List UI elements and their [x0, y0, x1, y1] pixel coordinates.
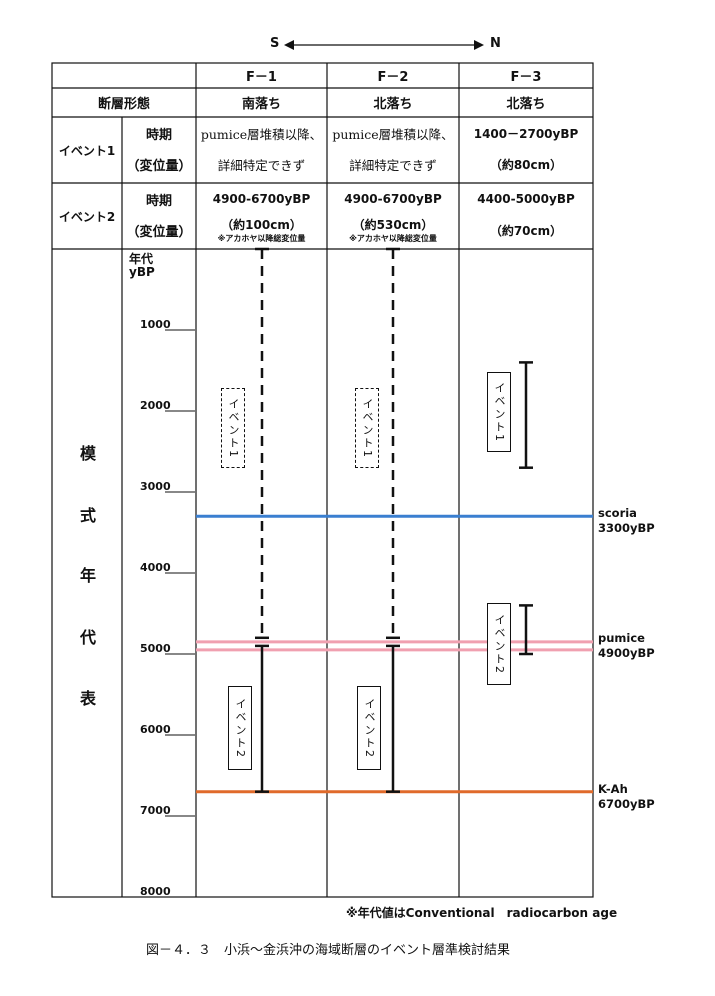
event2-f2-line2: （約530cm） — [352, 217, 434, 232]
marker-pumice-name: pumice — [598, 631, 645, 645]
marker-kah-label: K-Ah 6700yBP — [598, 782, 655, 812]
event1-f3-line2: （約80cm） — [489, 157, 563, 172]
row-label-event1: イベント1 — [58, 143, 116, 158]
tick-label-2000: 2000 — [140, 399, 171, 412]
event1-f3-line1: 1400－2700yBP — [473, 126, 579, 141]
north-label: N — [490, 36, 501, 51]
event1-f1-line2: 詳細特定できず — [217, 157, 306, 173]
axis-label-age: 年代 — [129, 252, 154, 266]
f1-event1-label: イベント1 — [221, 388, 245, 468]
marker-kah-age: 6700yBP — [598, 797, 655, 811]
event2-f1-line2: （約100cm） — [221, 217, 302, 232]
timeline-title-char-4: 代 — [80, 628, 97, 647]
event2-displacement-label: （変位量） — [126, 224, 192, 240]
event1-displacement-label: （変位量） — [126, 158, 192, 174]
direction-indicator: S N — [270, 36, 510, 56]
event2-f3-line1: 4400-5000yBP — [477, 192, 575, 206]
column-header-f2: F－2 — [377, 70, 409, 85]
f3-event1-label: イベント1 — [487, 372, 511, 452]
event2-f2-note: ※アカホヤ以降総変位量 — [349, 234, 437, 243]
footnote: ※年代値はConventional radiocarbon age — [346, 906, 618, 920]
tick-label-4000: 4000 — [140, 561, 171, 574]
tick-label-5000: 5000 — [140, 642, 171, 655]
axis-label-unit: yBP — [129, 265, 155, 279]
fault-type-f2: 北落ち — [373, 97, 413, 112]
tick-label-8000: 8000 — [140, 885, 171, 898]
column-header-f3: F－3 — [510, 70, 542, 85]
event2-period-label: 時期 — [145, 193, 172, 209]
figure-caption: 図－４．３ 小浜～金浜沖の海域断層のイベント層準検討結果 — [146, 943, 511, 958]
event2-f3-line2: （約70cm） — [489, 223, 563, 238]
column-header-f1: F－1 — [246, 70, 277, 85]
row-label-fault-type: 断層形態 — [97, 97, 150, 112]
event1-f2-line2: 詳細特定できず — [349, 157, 437, 173]
marker-kah-name: K-Ah — [598, 782, 628, 796]
timeline-title-char-3: 年 — [80, 566, 97, 585]
marker-scoria-label: scoria 3300yBP — [598, 506, 655, 536]
f3-event2-label: イベント2 — [487, 603, 511, 685]
f1-event2-label: イベント2 — [228, 686, 252, 770]
marker-pumice-label: pumice 4900yBP — [598, 631, 655, 661]
marker-pumice-age: 4900yBP — [598, 646, 655, 660]
timeline-title-char-1: 模 — [80, 444, 97, 463]
event2-f1-note: ※アカホヤ以降総変位量 — [217, 234, 306, 243]
f2-event1-label: イベント1 — [355, 388, 379, 468]
south-label: S — [270, 36, 280, 51]
row-label-event2: イベント2 — [58, 209, 116, 224]
event2-f1-line1: 4900-6700yBP — [212, 192, 311, 206]
event1-f2-line1: pumice層堆積以降、 — [332, 126, 454, 142]
marker-scoria-age: 3300yBP — [598, 521, 655, 535]
event2-f2-line1: 4900-6700yBP — [344, 192, 442, 206]
double-arrow-icon — [284, 40, 484, 50]
marker-scoria-name: scoria — [598, 506, 637, 520]
timeline-title-char-2: 式 — [80, 506, 97, 525]
tick-label-6000: 6000 — [140, 723, 171, 736]
fault-type-f3: 北落ち — [506, 97, 546, 112]
f2-event2-label: イベント2 — [357, 686, 381, 770]
tick-label-3000: 3000 — [140, 480, 171, 493]
timeline-title-char-5: 表 — [80, 689, 97, 708]
event1-f1-line1: pumice層堆積以降、 — [200, 126, 323, 142]
tick-label-7000: 7000 — [140, 804, 171, 817]
event1-period-label: 時期 — [145, 127, 172, 143]
tick-label-1000: 1000 — [140, 318, 171, 331]
fault-type-f1: 南落ち — [241, 97, 281, 112]
